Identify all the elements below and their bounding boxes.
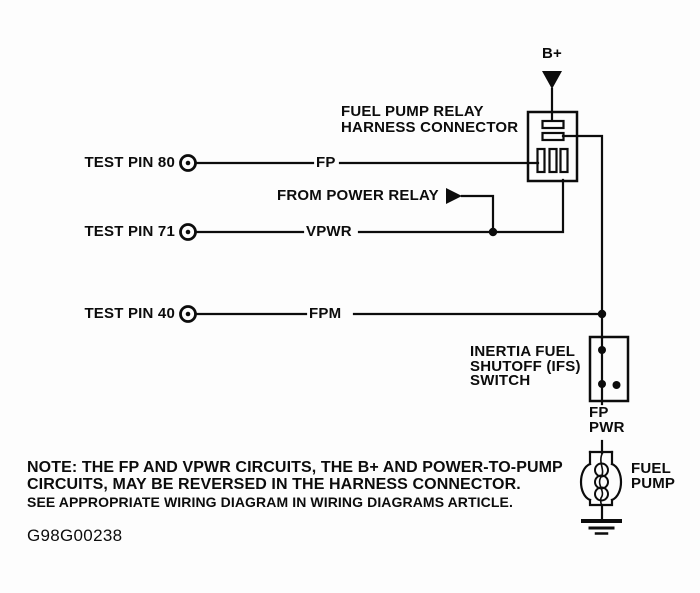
b-plus-arrow-icon xyxy=(542,71,562,123)
test-pin-71-terminal-icon xyxy=(179,223,197,241)
ground-icon xyxy=(581,503,622,535)
test-pin-71-label: TEST PIN 71 xyxy=(84,223,175,240)
diagram-id-code: G98G00238 xyxy=(27,526,123,545)
test-pin-40-label: TEST PIN 40 xyxy=(84,305,175,322)
from-power-relay-label: FROM POWER RELAY xyxy=(277,187,439,204)
fuel-pump-label-line1: FUEL xyxy=(631,460,671,477)
fpm-label: FPM xyxy=(309,305,342,322)
relay-connector-label-line1: FUEL PUMP RELAY xyxy=(341,103,484,120)
b-plus-label: B+ xyxy=(542,45,562,62)
relay-connector-label-line2: HARNESS CONNECTOR xyxy=(341,118,519,136)
test-pin-80-label: TEST PIN 80 xyxy=(84,154,175,171)
ifs-switch-label-line1: INERTIA FUEL xyxy=(470,343,576,360)
from-power-relay-arrow-icon xyxy=(446,188,462,204)
test-pin-80-terminal-icon xyxy=(179,154,197,172)
vpwr-wire-right xyxy=(357,178,565,234)
fp-pwr-label-line2: PWR xyxy=(589,418,625,436)
power-to-pump-wire xyxy=(561,134,604,316)
ifs-switch-label-line2: SHUTOFF (IFS) xyxy=(470,357,581,375)
note-line-2: CIRCUITS, MAY BE REVERSED IN THE HARNESS… xyxy=(27,476,521,493)
ifs-switch-label-line3: SWITCH xyxy=(470,372,531,389)
relay-connector-box xyxy=(526,110,579,183)
fp-pwr-label-line1: FP xyxy=(589,404,609,421)
fuel-pump-icon xyxy=(579,450,623,507)
fp-label: FP xyxy=(316,154,336,171)
test-pin-40-terminal-icon xyxy=(179,305,197,323)
note-line-3: SEE APPROPRIATE WIRING DIAGRAM IN WIRING… xyxy=(27,494,513,510)
power-relay-branch-wire xyxy=(460,194,495,234)
ifs-switch-box xyxy=(588,335,630,406)
note-line-1: NOTE: THE FP AND VPWR CIRCUITS, THE B+ A… xyxy=(27,459,563,476)
fuel-pump-label-line2: PUMP xyxy=(631,475,676,492)
vpwr-label: VPWR xyxy=(306,223,352,240)
